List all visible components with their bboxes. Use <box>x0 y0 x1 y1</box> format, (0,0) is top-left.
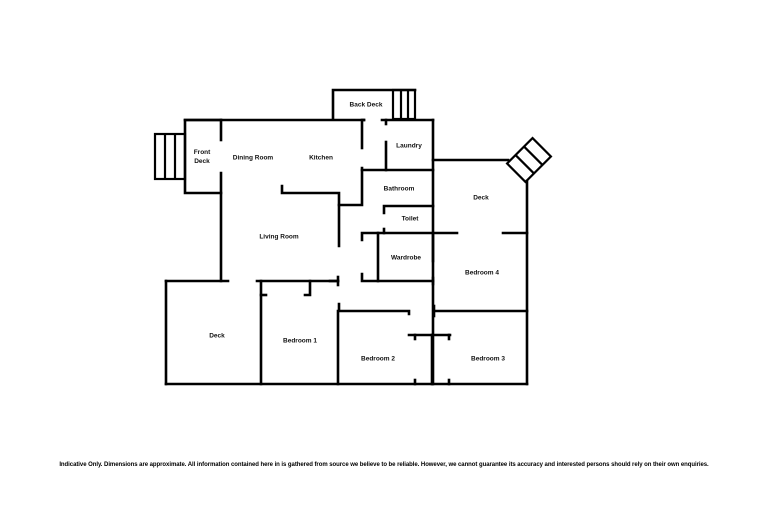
room-label-dining-room: Dining Room <box>232 154 274 162</box>
room-label-bedroom-4: Bedroom 4 <box>465 269 499 277</box>
back-stairs-icon <box>391 88 417 121</box>
room-label-bathroom: Bathroom <box>383 185 415 193</box>
room-label-bedroom-1: Bedroom 1 <box>283 337 317 345</box>
room-label-kitchen: Kitchen <box>309 154 333 162</box>
room-label-laundry: Laundry <box>396 142 422 150</box>
room-label-bedroom-3: Bedroom 3 <box>471 355 505 363</box>
disclaimer-text: Indicative Only. Dimensions are approxim… <box>59 462 709 468</box>
room-label-deck-east: Deck <box>473 194 489 202</box>
east-stairs-icon <box>505 136 553 184</box>
room-label-wardrobe: Wardrobe <box>390 254 422 262</box>
room-label-front-deck: Front Deck <box>193 149 211 165</box>
room-label-back-deck: Back Deck <box>349 101 383 109</box>
walls <box>164 88 529 386</box>
room-label-living-room: Living Room <box>259 233 299 241</box>
room-label-toilet: Toilet <box>401 215 419 223</box>
room-label-deck-west: Deck <box>209 332 225 340</box>
front-stairs-icon <box>153 132 187 181</box>
room-label-bedroom-2: Bedroom 2 <box>361 355 395 363</box>
